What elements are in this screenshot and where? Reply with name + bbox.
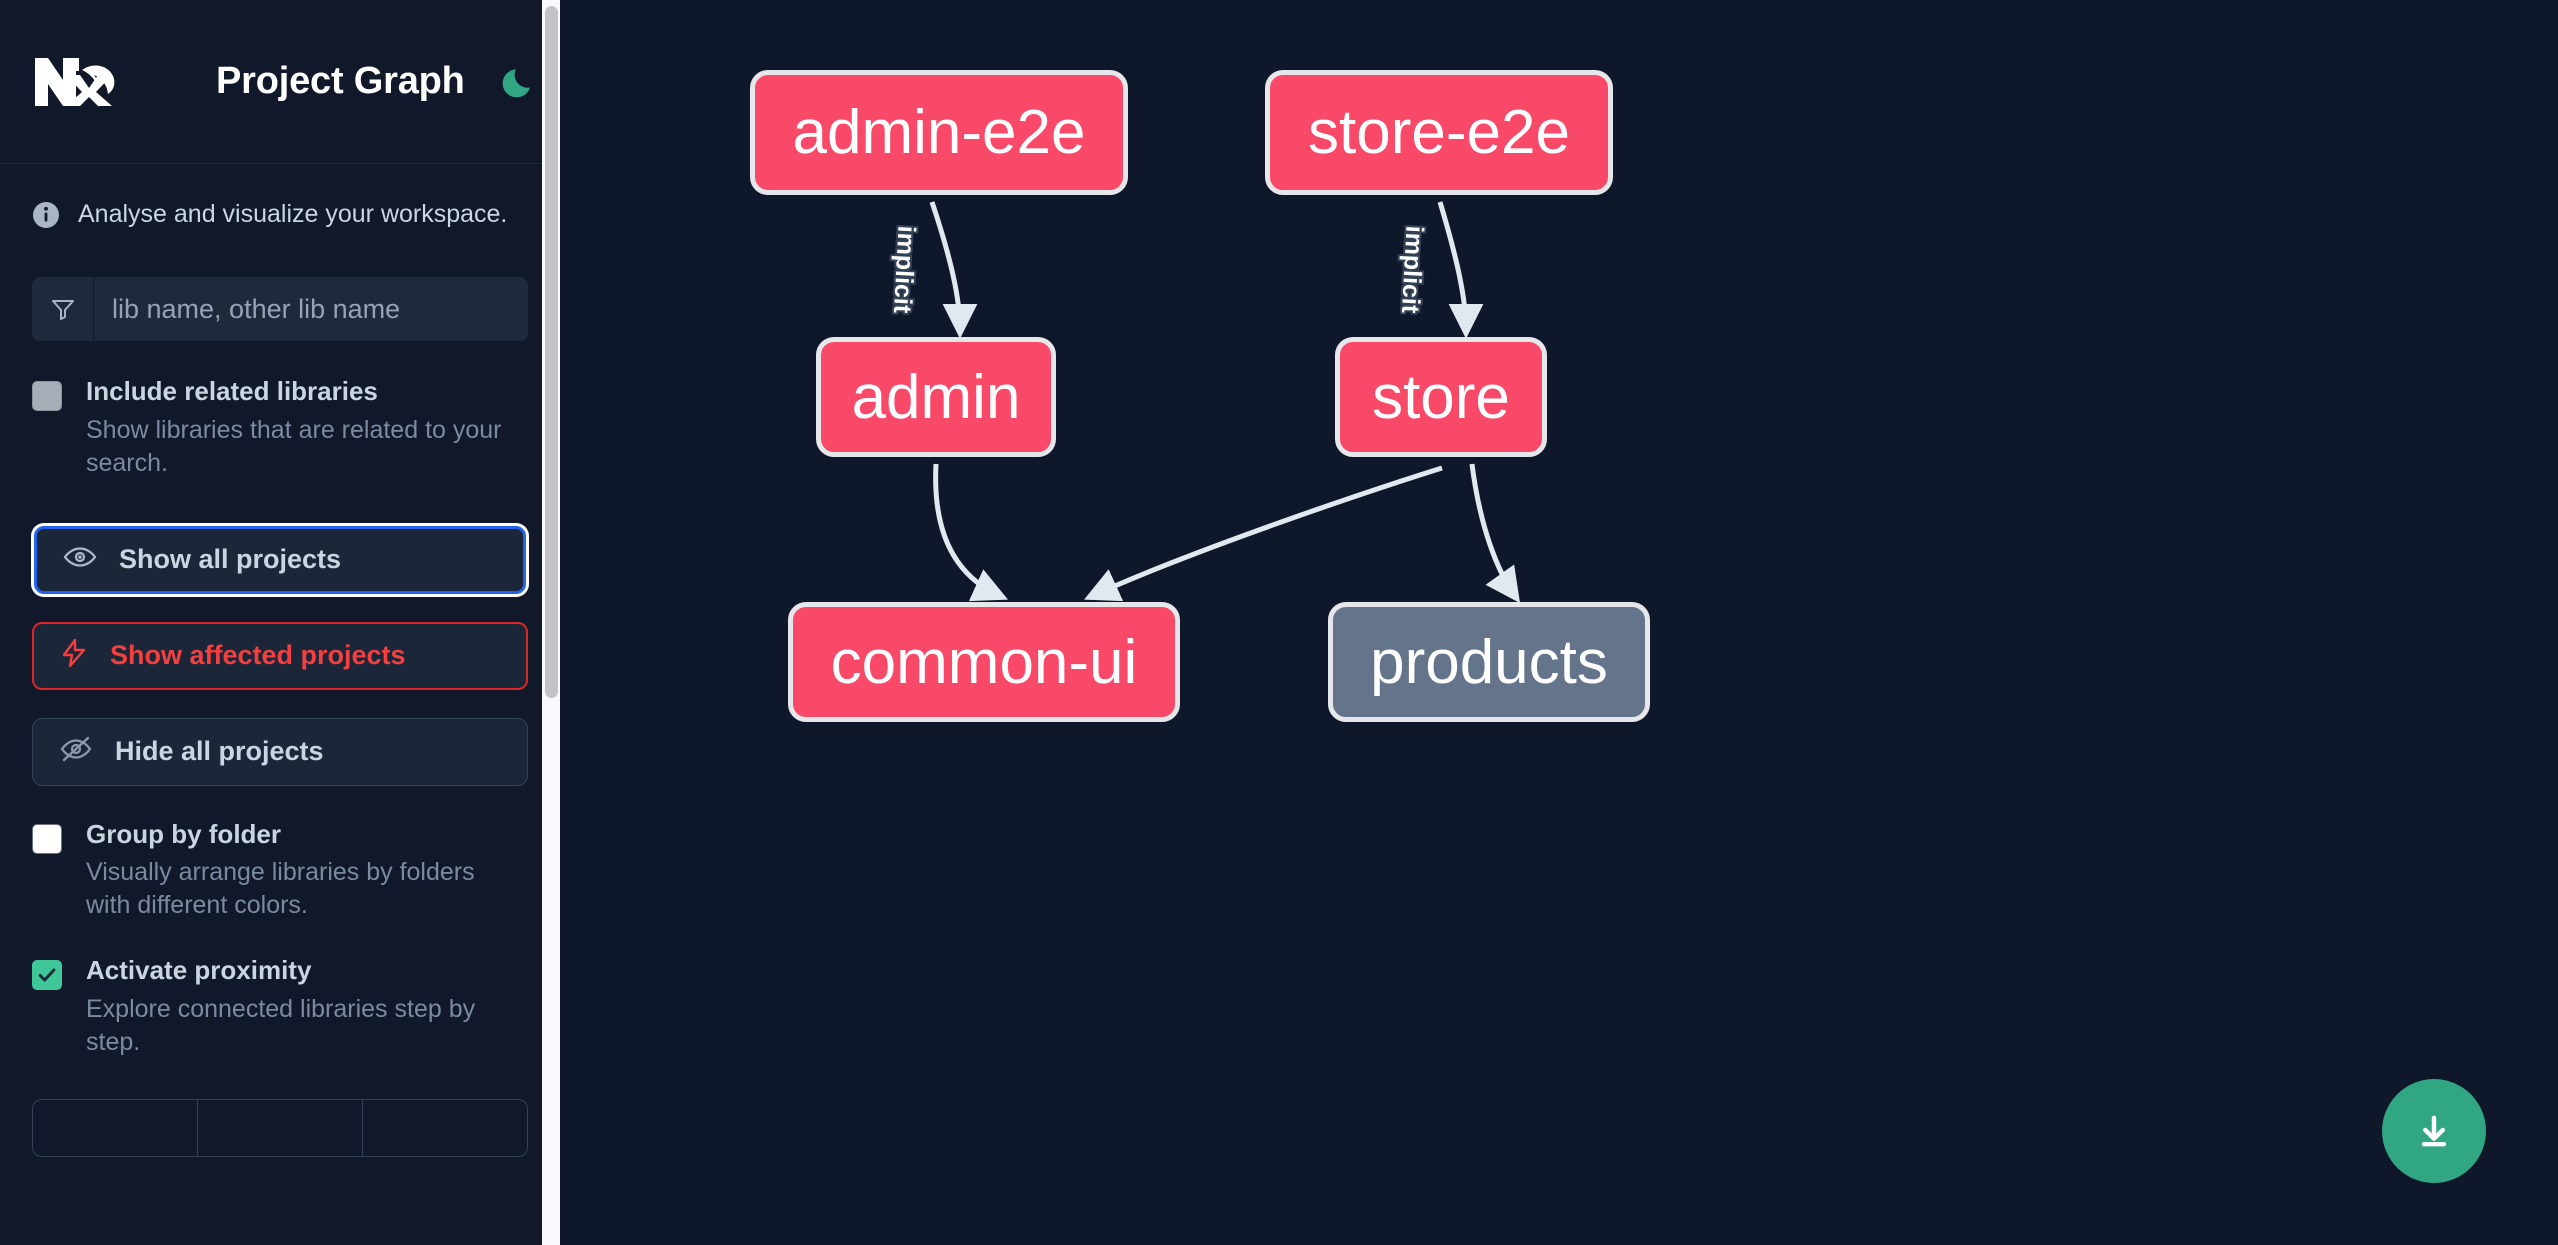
show-affected-projects-button[interactable]: Show affected projects (32, 621, 528, 690)
edge-store-e2e-store (1437, 201, 1484, 339)
graph-node-products[interactable]: products (1328, 602, 1650, 722)
edge-admin-common-ui (933, 463, 1008, 602)
option-activate-proximity[interactable]: Activate proximity Explore connected lib… (32, 956, 528, 1059)
workspace-info: Analyse and visualize your workspace. (32, 200, 528, 229)
sidebar-header: Project Graph (0, 0, 560, 164)
hide-all-projects-button[interactable]: Hide all projects (32, 717, 528, 786)
checkbox-include-related-libraries[interactable] (32, 381, 62, 411)
sidebar-scrollbar[interactable] (542, 0, 560, 1245)
filter-funnel-icon (32, 277, 94, 341)
page-title: Project Graph (216, 60, 465, 102)
lightning-bolt-icon (60, 638, 88, 673)
show-affected-projects-label: Show affected projects (110, 640, 406, 671)
option-include-related-libraries[interactable]: Include related libraries Show libraries… (32, 377, 528, 480)
segment-2[interactable] (198, 1099, 363, 1156)
sidebar-scrollbar-thumb[interactable] (545, 6, 558, 698)
show-all-projects-label: Show all projects (119, 544, 342, 575)
option-description: Explore connected libraries step by step… (86, 994, 476, 1056)
workspace-info-text: Analyse and visualize your workspace. (78, 200, 508, 228)
checkbox-activate-proximity[interactable] (32, 960, 62, 991)
nx-logo (32, 54, 124, 110)
search-input[interactable] (94, 277, 528, 341)
option-description: Show libraries that are related to your … (86, 415, 502, 477)
proximity-step-segmented-control[interactable] (32, 1098, 528, 1157)
hide-all-projects-label: Hide all projects (115, 736, 324, 767)
graph-node-admin-e2e[interactable]: admin-e2e (750, 70, 1128, 195)
moon-icon[interactable] (499, 62, 539, 102)
download-graph-button[interactable] (2382, 1079, 2486, 1183)
segment-1[interactable] (33, 1099, 198, 1156)
graph-edges (929, 201, 1521, 604)
graph-node-common-ui[interactable]: common-ui (788, 602, 1180, 722)
option-group-by-folder[interactable]: Group by folder Visually arrange librari… (32, 818, 528, 923)
graph-node-admin[interactable]: admin (816, 337, 1056, 457)
segment-3[interactable] (363, 1100, 527, 1156)
eye-icon (63, 545, 97, 574)
sidebar: Project Graph Analyse and visualize your… (0, 0, 560, 1245)
option-label: Activate proximity (86, 955, 312, 986)
edge-admin-e2e-admin (929, 201, 978, 339)
checkbox-group-by-folder[interactable] (32, 823, 62, 854)
graph-node-store-e2e[interactable]: store-e2e (1265, 70, 1613, 195)
option-label: Group by folder (86, 818, 281, 849)
edge-store-common-ui (1084, 465, 1443, 602)
show-all-projects-button[interactable]: Show all projects (34, 525, 526, 594)
option-description: Visually arrange libraries by folders wi… (86, 858, 475, 920)
option-label: Include related libraries (86, 376, 378, 406)
graph-node-store[interactable]: store (1335, 337, 1547, 457)
graph-canvas[interactable]: admin-e2e store-e2e admin store common-u… (560, 0, 2558, 1245)
search-box[interactable] (32, 277, 528, 341)
download-icon (2421, 1115, 2447, 1147)
edge-store-products (1469, 463, 1521, 604)
eye-off-icon (59, 735, 93, 768)
project-visibility-buttons: Show all projects Show affected projects (32, 525, 528, 786)
info-icon (32, 201, 60, 229)
sidebar-body: Analyse and visualize your workspace. In… (0, 200, 560, 1157)
